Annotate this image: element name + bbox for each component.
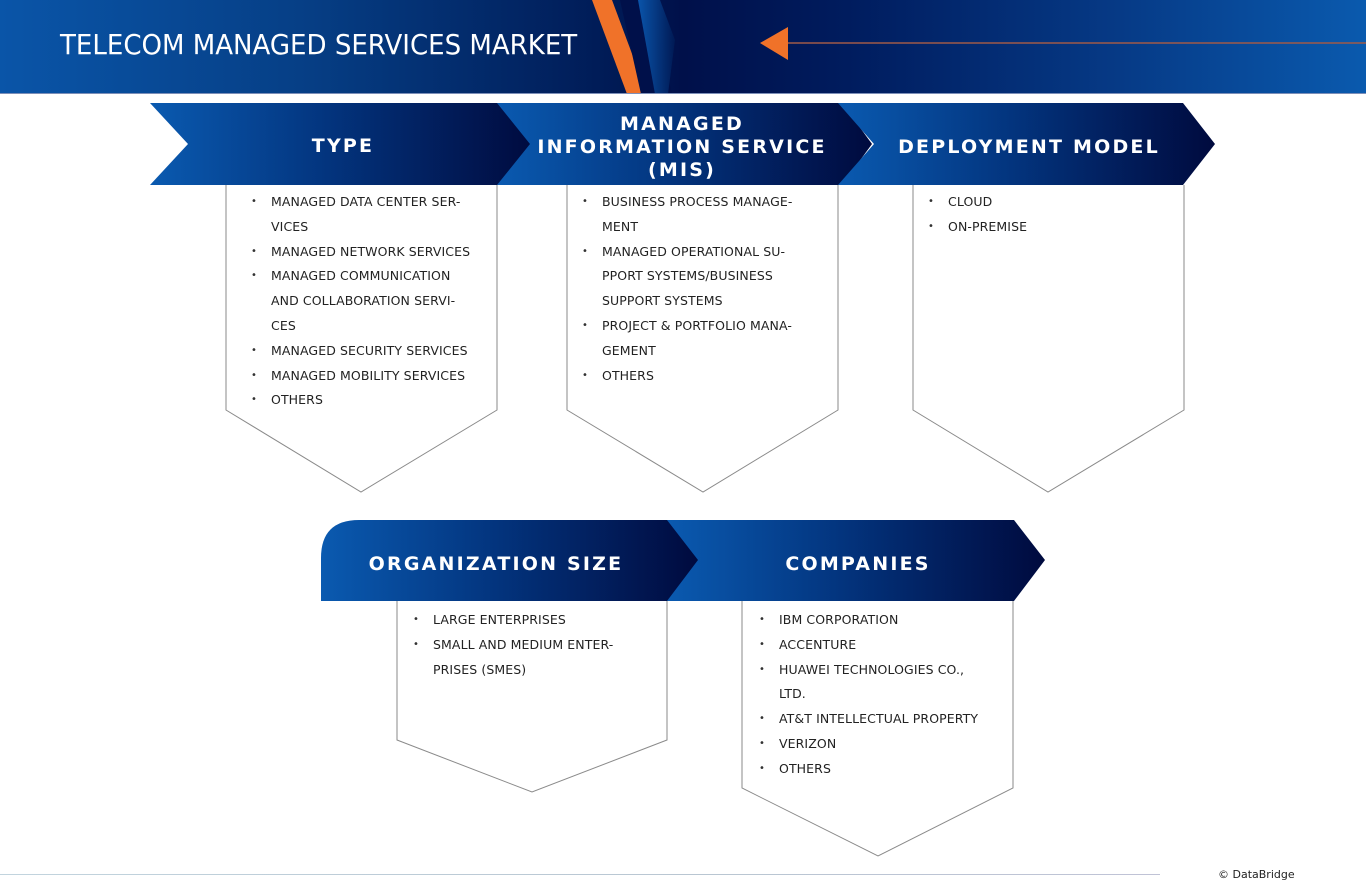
list-item-text: ON-PREMISE [948, 218, 1028, 234]
list-item: • OTHERS [759, 757, 1004, 782]
copyright-text: © DataBridge [1218, 868, 1295, 881]
list-item: • OTHERS [582, 364, 822, 389]
bullet-icon: • [582, 196, 588, 207]
segment-heading-mis: MANAGED INFORMATION SERVICE (MIS) [537, 112, 827, 181]
bullet-icon: • [928, 196, 934, 207]
bullet-icon: • [759, 737, 765, 749]
list-item: • PROJECT & PORTFOLIO MANA- GEMENT [582, 314, 822, 364]
header-decoration [592, 0, 1366, 94]
list-item-text: PROJECT & PORTFOLIO MANA- GEMENT [602, 317, 792, 358]
bullet-icon: • [928, 220, 934, 232]
segment-type: TYPE [150, 103, 535, 185]
bullet-icon: • [759, 762, 765, 774]
bullet-icon: • [759, 638, 765, 650]
segment-heading-type: TYPE [311, 134, 375, 157]
bullet-icon: • [759, 614, 765, 625]
segment-list-organization: • LARGE ENTERPRISES • SMALL AND MEDIUM ENT… [413, 608, 653, 682]
list-item-text: OTHERS [779, 760, 831, 776]
list-item: • LARGE ENTERPRISES [413, 608, 653, 633]
list-item-text: MANAGED OPERATIONAL SU- PPORT SYSTEMS/BU… [602, 243, 786, 309]
segment-heading-organization: ORGANIZATION SIZE [368, 552, 624, 575]
list-item: • HUAWEI TECHNOLOGIES CO., LTD. [759, 658, 1004, 708]
bullet-icon: • [759, 663, 765, 675]
list-item: • ACCENTURE [759, 633, 1004, 658]
bullet-icon: • [582, 245, 588, 257]
segment-list-deployment: • CLOUD • ON-PREMISE [928, 190, 1168, 240]
list-item: • MANAGED DATA CENTER SER- VICES [251, 190, 491, 240]
list-item: • ON-PREMISE [928, 215, 1168, 240]
list-item-text: CLOUD [948, 194, 993, 209]
list-item-text: MANAGED DATA CENTER SER- VICES [271, 194, 461, 234]
bullet-icon: • [251, 196, 257, 207]
segment-mis: MANAGED INFORMATION SERVICE (MIS) [497, 103, 877, 185]
list-item-text: OTHERS [271, 392, 323, 408]
segment-list-type: • MANAGED DATA CENTER SER- VICES • MANAGED… [251, 190, 491, 413]
list-item: • MANAGED OPERATIONAL SU- PPORT SYSTEMS/B… [582, 240, 822, 314]
list-item-text: BUSINESS PROCESS MANAGE- MENT [602, 194, 793, 234]
segment-heading-deployment: DEPLOYMENT MODEL [898, 135, 1160, 158]
list-item-text: LARGE ENTERPRISES [433, 612, 566, 627]
list-item: • BUSINESS PROCESS MANAGE- MENT [582, 190, 822, 240]
segment-list-mis: • BUSINESS PROCESS MANAGE- MENT • MANAGED … [582, 190, 822, 388]
list-item-text: SMALL AND MEDIUM ENTER- PRISES (SMES) [433, 636, 614, 677]
list-item: • MANAGED NETWORK SERVICES [251, 240, 491, 265]
list-item-text: MANAGED COMMUNICATION AND COLLABORATION … [271, 268, 456, 333]
bullet-icon: • [413, 614, 419, 625]
segment-companies: COMPANIES [667, 520, 1047, 601]
list-item: • MANAGED COMMUNICATION AND COLLABORATION… [251, 264, 491, 338]
chevron-banner-deployment [838, 103, 1215, 185]
list-item-text: VERIZON [779, 735, 837, 751]
segment-heading-companies: COMPANIES [785, 552, 931, 575]
chevron-banner-mis [497, 103, 872, 185]
chevron-banner-organization [321, 520, 699, 601]
bullet-icon: • [759, 713, 765, 725]
list-item-text: AT&T INTELLECTUAL PROPERTY [779, 711, 979, 727]
list-item: • IBM CORPORATION [759, 608, 1004, 633]
list-item-text: IBM CORPORATION [779, 612, 899, 627]
list-item-text: MANAGED NETWORK SERVICES [271, 243, 471, 259]
list-item-text: OTHERS [602, 367, 654, 383]
segment-list-companies: • IBM CORPORATION • ACCENTURE • HUAWEI TECH… [759, 608, 1004, 782]
list-item: • OTHERS [251, 388, 491, 413]
bullet-icon: • [251, 344, 257, 356]
bullet-icon: • [582, 369, 588, 381]
list-item: • CLOUD [928, 190, 1168, 215]
chevron-banner-companies [667, 520, 1045, 601]
orange-stripe [592, 0, 647, 94]
segment-organization: ORGANIZATION SIZE [321, 520, 701, 601]
list-item: • AT&T INTELLECTUAL PROPERTY [759, 707, 1004, 732]
bullet-icon: • [251, 369, 257, 381]
arrow-left-icon [760, 27, 788, 60]
list-item-text: HUAWEI TECHNOLOGIES CO., LTD. [779, 661, 965, 702]
list-item-text: ACCENTURE [779, 636, 857, 652]
bullet-icon: • [582, 319, 588, 331]
list-item-text: MANAGED MOBILITY SERVICES [271, 367, 466, 383]
list-item: • SMALL AND MEDIUM ENTER- PRISES (SMES) [413, 633, 653, 683]
list-item: • MANAGED SECURITY SERVICES [251, 339, 491, 364]
list-item: • VERIZON [759, 732, 1004, 757]
bullet-icon: • [413, 638, 419, 650]
bullet-icon: • [251, 394, 257, 406]
header-banner: TELECOM MANAGED SERVICES MARKET [0, 0, 1366, 94]
list-item: • MANAGED MOBILITY SERVICES [251, 364, 491, 389]
bullet-icon: • [251, 270, 257, 282]
chevron-banner-type [150, 103, 535, 185]
bullet-icon: • [251, 245, 257, 257]
list-item-text: MANAGED SECURITY SERVICES [271, 342, 468, 358]
page-title: TELECOM MANAGED SERVICES MARKET [60, 28, 578, 61]
footer-divider [0, 874, 1160, 875]
segment-deployment: DEPLOYMENT MODEL [838, 103, 1218, 185]
header-divider [0, 93, 1366, 94]
